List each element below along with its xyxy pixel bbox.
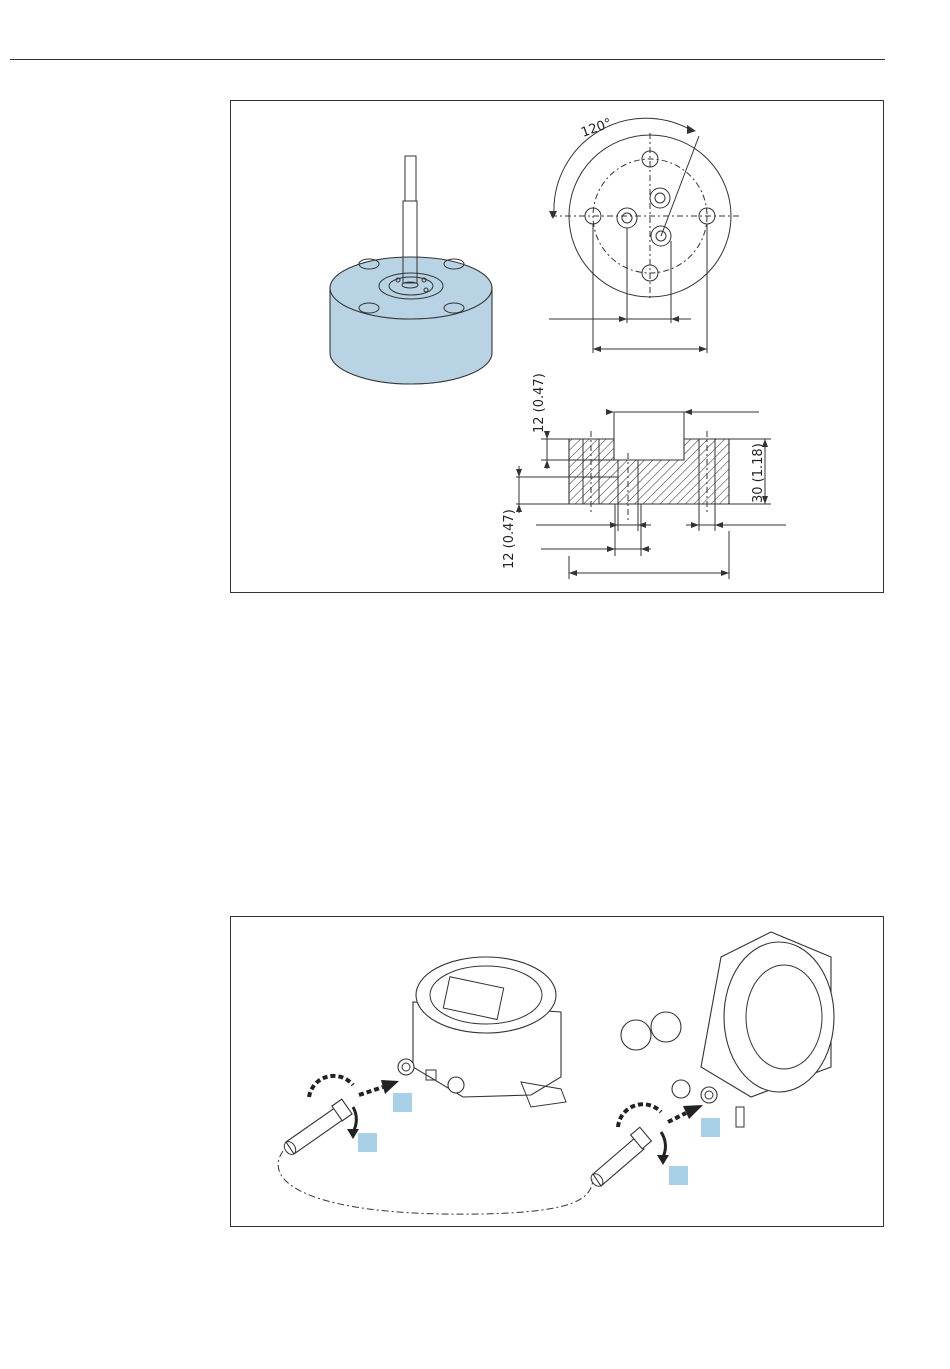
callout-marker-4: [669, 1166, 688, 1185]
callout-marker-2: [358, 1133, 377, 1152]
cable-plug-left-icon: [282, 1076, 399, 1157]
callout-marker-3: [701, 1118, 720, 1137]
figure-cable-connection: [230, 916, 884, 1227]
connection-drawing: [231, 917, 885, 1228]
sensor-3d-view: [330, 156, 492, 384]
cable-path: [278, 1151, 593, 1214]
sensor-top-view: 120°: [549, 116, 741, 353]
figure-sensor-dimensions: 120°: [230, 100, 884, 593]
offset-depth-label: 12 (0.47): [502, 509, 517, 569]
header-rule: [10, 59, 885, 60]
sensor-drawing: 120°: [231, 101, 885, 594]
housing-left-icon: [398, 957, 566, 1107]
height-label: 30 (1.18): [751, 443, 766, 503]
callout-marker-1: [393, 1093, 412, 1112]
angle-label: 120°: [579, 116, 614, 141]
housing-right-icon: [621, 932, 834, 1127]
sensor-section-view: 12 (0.47) 12 (0.47) 30 (1.18): [502, 373, 786, 579]
recess-depth-label: 12 (0.47): [532, 373, 547, 433]
